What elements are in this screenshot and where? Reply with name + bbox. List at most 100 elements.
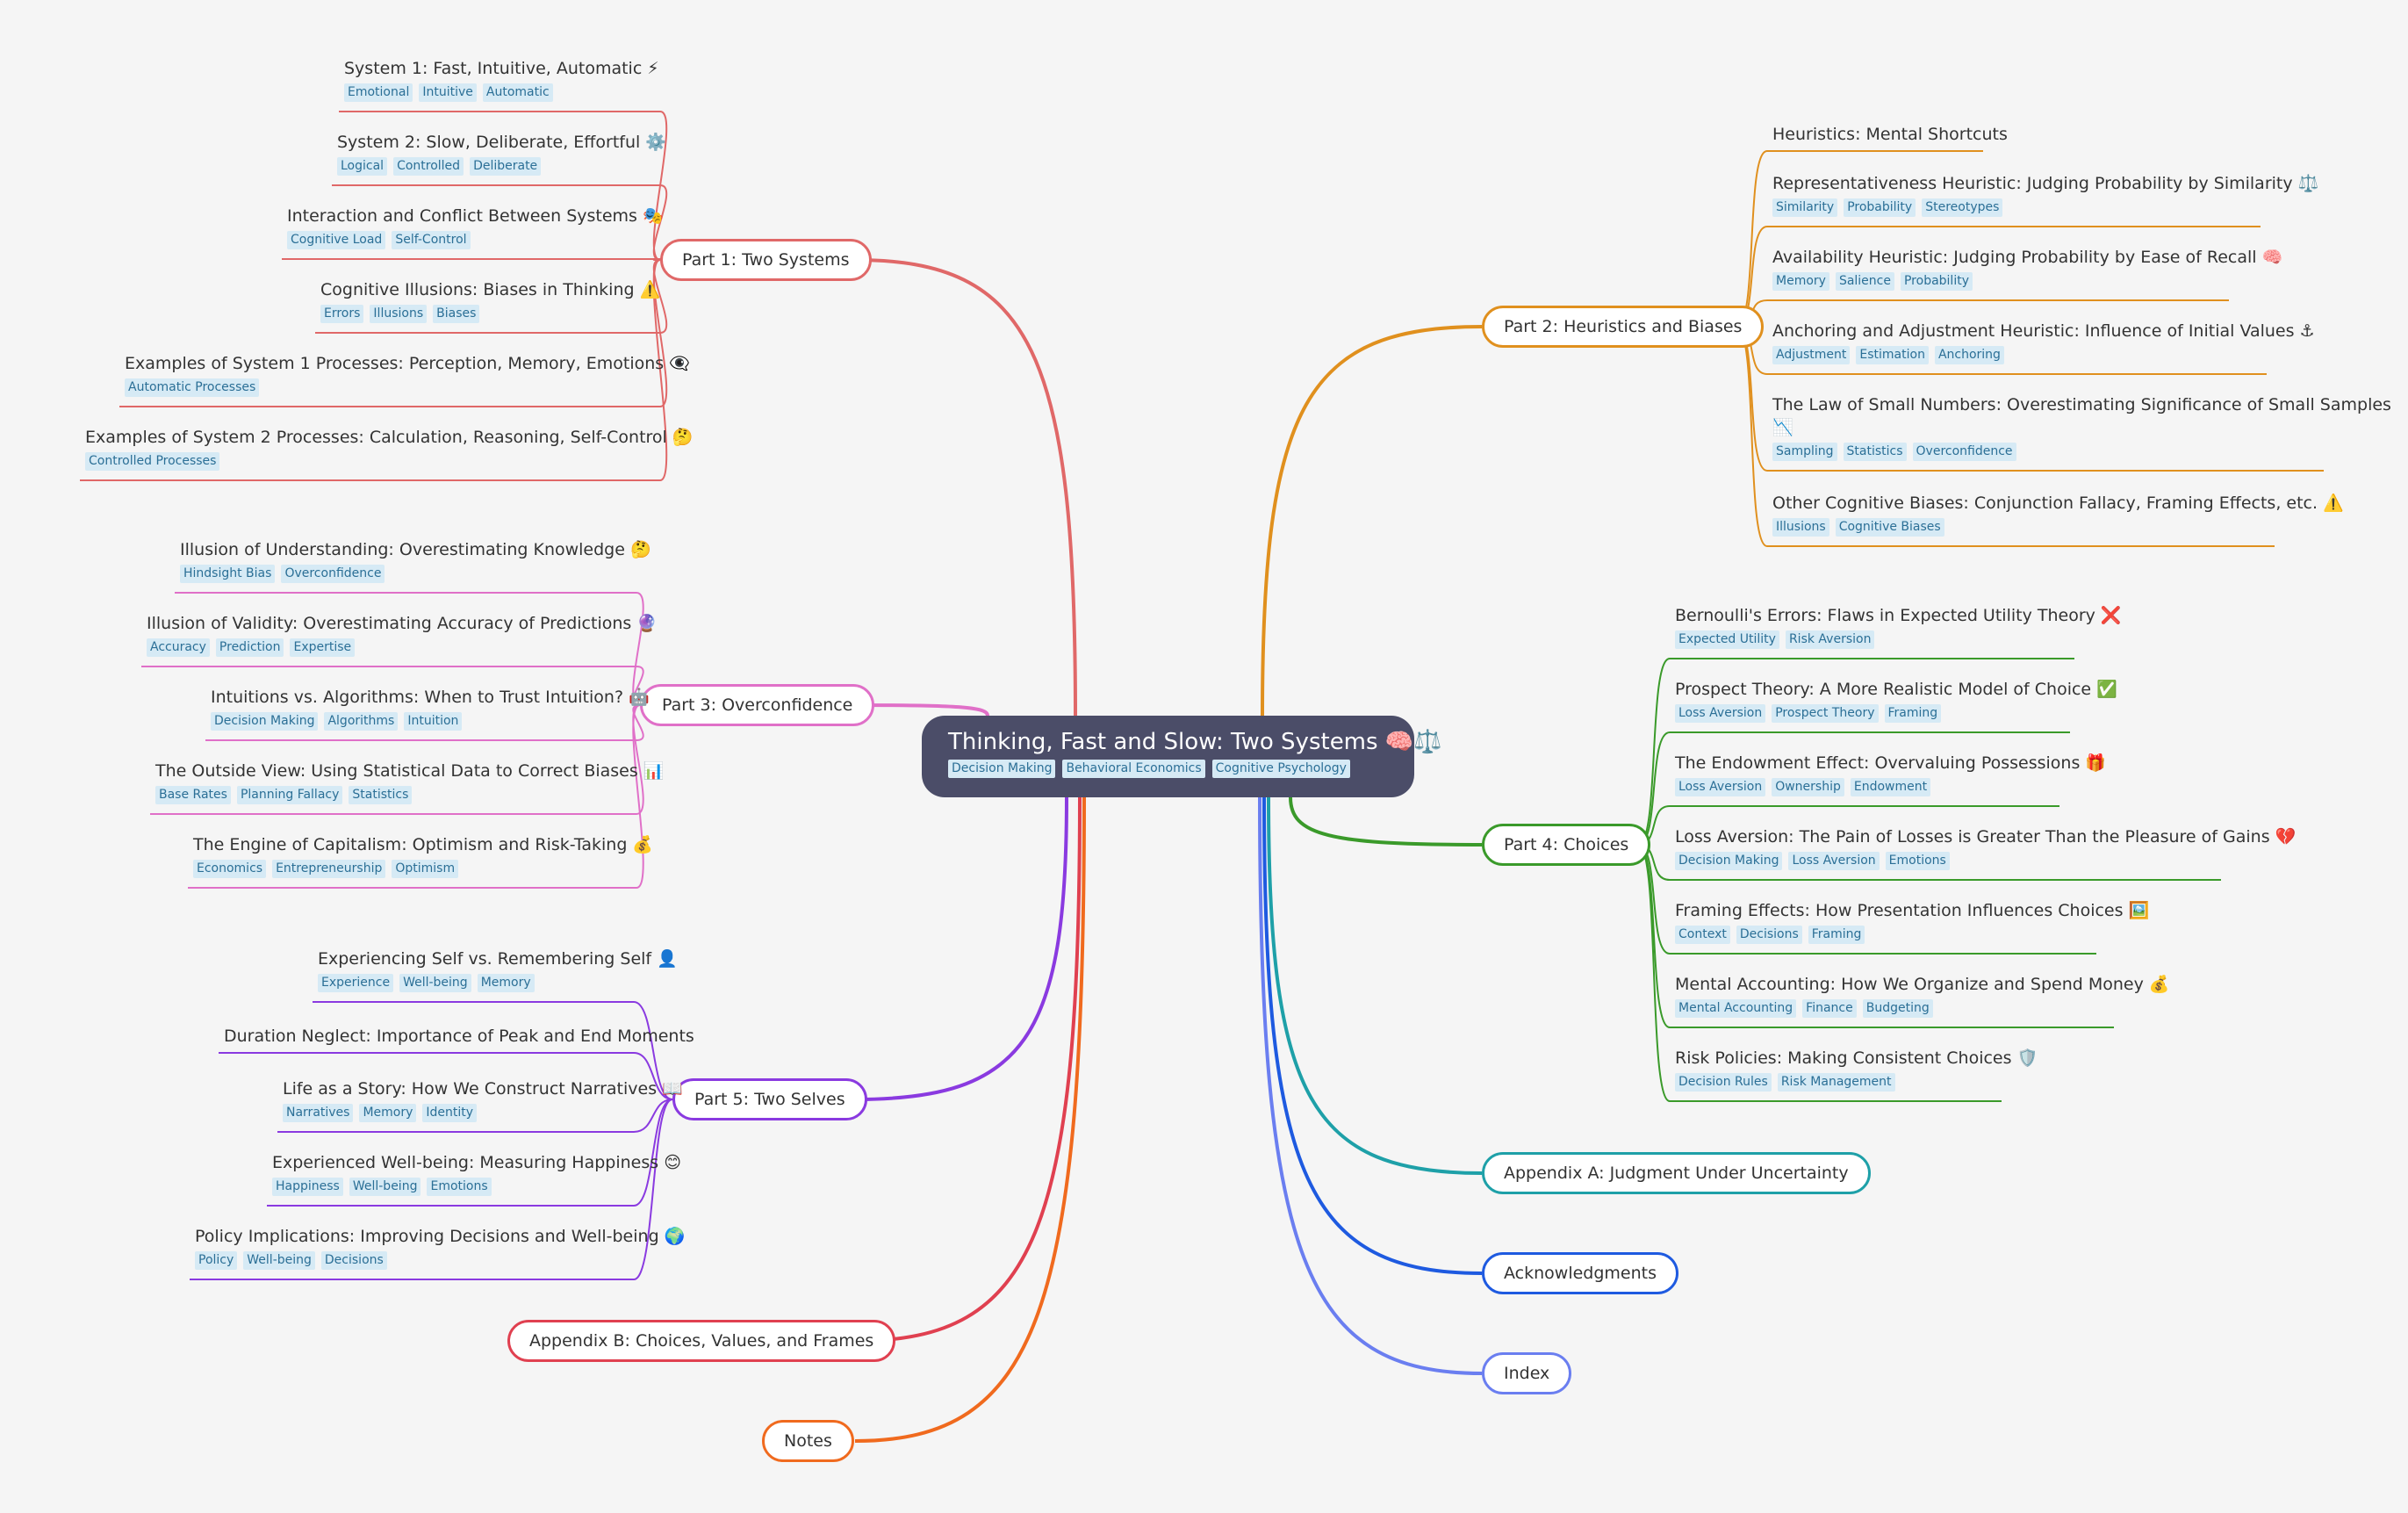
topic-tags: Automatic Processes [125,378,690,397]
branch-part2[interactable]: Part 2: Heuristics and Biases [1482,306,1765,348]
topic-part4-0[interactable]: Bernoulli's Errors: Flaws in Expected Ut… [1675,604,2122,649]
topic-part4-4[interactable]: Framing Effects: How Presentation Influe… [1675,899,2149,944]
topic-title: Mental Accounting: How We Organize and S… [1675,975,2170,994]
topic-part3-4[interactable]: The Engine of Capitalism: Optimism and R… [193,833,653,878]
topic-part5-1[interactable]: Duration Neglect: Importance of Peak and… [224,1025,694,1048]
tag-label: Mental Accounting [1675,999,1797,1018]
branch-notes[interactable]: Notes [762,1420,854,1462]
tag-label: Ownership [1772,778,1844,796]
topic-title: The Endowment Effect: Overvaluing Posses… [1675,753,2107,773]
topic-part5-4[interactable]: Policy Implications: Improving Decisions… [195,1225,685,1270]
topic-part2-1[interactable]: Representativeness Heuristic: Judging Pr… [1772,172,2318,217]
tag-label: Experience [318,974,394,992]
tag-label: Endowment [1850,778,1931,796]
topic-title-continued: 📉 [1772,418,1793,437]
topic-connector [1637,658,1671,846]
topic-part3-0[interactable]: Illusion of Understanding: Overestimatin… [180,538,651,583]
tag-label: Self-Control [392,231,471,249]
topic-part4-2[interactable]: The Endowment Effect: Overvaluing Posses… [1675,752,2106,796]
connector-part4 [1289,796,1483,847]
topic-part1-3[interactable]: Cognitive Illusions: Biases in Thinking … [320,278,660,323]
branch-appA[interactable]: Appendix A: Judgment Under Uncertainty [1482,1152,1871,1194]
topic-part3-3[interactable]: The Outside View: Using Statistical Data… [155,760,664,804]
tag-label: Decision Making [1675,852,1783,870]
tag-label: Salience [1835,272,1894,291]
tag-label: Statistics [349,786,413,804]
topic-part4-5[interactable]: Mental Accounting: How We Organize and S… [1675,973,2170,1018]
topic-part5-2[interactable]: Life as a Story: How We Construct Narrat… [283,1077,683,1122]
topic-part3-1[interactable]: Illusion of Validity: Overestimating Acc… [147,612,658,657]
tag-label: Cognitive Load [287,231,386,249]
tag-label: Prospect Theory [1772,704,1879,723]
topic-part1-4[interactable]: Examples of System 1 Processes: Percepti… [125,352,690,397]
topic-title: Illusion of Understanding: Overestimatin… [180,540,651,559]
topic-title: Duration Neglect: Importance of Peak and… [224,1027,694,1046]
connector-part2 [1261,325,1483,717]
tag-label: Decisions [320,1251,387,1270]
tag-label: Policy [195,1251,238,1270]
tag-label: Expertise [290,638,356,657]
topic-title: Policy Implications: Improving Decisions… [195,1227,686,1246]
topic-title: Life as a Story: How We Construct Narrat… [283,1079,683,1099]
tag-label: Risk Management [1777,1073,1895,1092]
branch-part3[interactable]: Part 3: Overconfidence [640,684,875,726]
tag-label: Framing [1884,704,1942,723]
tag-label: Planning Fallacy [236,786,343,804]
topic-part1-1[interactable]: System 2: Slow, Deliberate, Effortful ⚙️… [337,131,666,176]
topic-title: Illusion of Validity: Overestimating Acc… [147,614,658,633]
tag-label: Hindsight Bias [180,565,276,583]
topic-title: Prospect Theory: A More Realistic Model … [1675,680,2117,699]
root-topic[interactable]: Thinking, Fast and Slow: Two Systems 🧠⚖️… [922,716,1442,797]
tag-label: Probability [1900,272,1973,291]
topic-part4-1[interactable]: Prospect Theory: A More Realistic Model … [1675,678,2117,723]
branch-index[interactable]: Index [1482,1352,1572,1394]
connector-part1 [854,258,1077,717]
topic-title: Bernoulli's Errors: Flaws in Expected Ut… [1675,606,2122,625]
branch-ack[interactable]: Acknowledgments [1482,1252,1678,1294]
topic-part2-2[interactable]: Availability Heuristic: Judging Probabil… [1772,246,2282,291]
topic-part5-3[interactable]: Experienced Well-being: Measuring Happin… [272,1151,681,1196]
topic-connector [1736,326,1768,547]
topic-title: Other Cognitive Biases: Conjunction Fall… [1772,494,2344,513]
topic-part1-2[interactable]: Interaction and Conflict Between Systems… [287,205,664,249]
tag-label: Identity [422,1104,478,1122]
tag-label: Budgeting [1862,999,1933,1018]
topic-part1-0[interactable]: System 1: Fast, Intuitive, Automatic ⚡Em… [344,57,659,102]
topic-part4-6[interactable]: Risk Policies: Making Consistent Choices… [1675,1047,2038,1092]
branch-part4[interactable]: Part 4: Choices [1482,824,1651,866]
topic-part5-0[interactable]: Experiencing Self vs. Remembering Self 👤… [318,947,678,992]
topic-part3-2[interactable]: Intuitions vs. Algorithms: When to Trust… [211,686,650,731]
topic-part4-3[interactable]: Loss Aversion: The Pain of Losses is Gre… [1675,825,2296,870]
root-title: Thinking, Fast and Slow: Two Systems 🧠⚖️ [948,729,1442,755]
tag-label: Optimism [392,860,459,878]
tag-label: Probability [1844,198,1916,217]
topic-tags: Controlled Processes [85,452,694,471]
topic-part2-0[interactable]: Heuristics: Mental Shortcuts [1772,123,2008,146]
topic-connector [1736,150,1768,328]
branch-part1[interactable]: Part 1: Two Systems [660,239,872,281]
tag-label: Decision Rules [1675,1073,1772,1092]
topic-part2-5[interactable]: Other Cognitive Biases: Conjunction Fall… [1772,492,2344,537]
topic-part2-3[interactable]: Anchoring and Adjustment Heuristic: Infl… [1772,320,2315,364]
topic-connector [1637,844,1671,1102]
tag-label: Decision Making [211,712,319,731]
branch-part5[interactable]: Part 5: Two Selves [672,1078,867,1120]
branch-appB[interactable]: Appendix B: Choices, Values, and Frames [507,1320,896,1362]
topic-part1-5[interactable]: Examples of System 2 Processes: Calculat… [85,426,694,471]
tag-label: Deliberate [470,157,542,176]
connector-ack [1262,796,1483,1275]
topic-part2-4[interactable]: The Law of Small Numbers: Overestimating… [1772,393,2391,461]
